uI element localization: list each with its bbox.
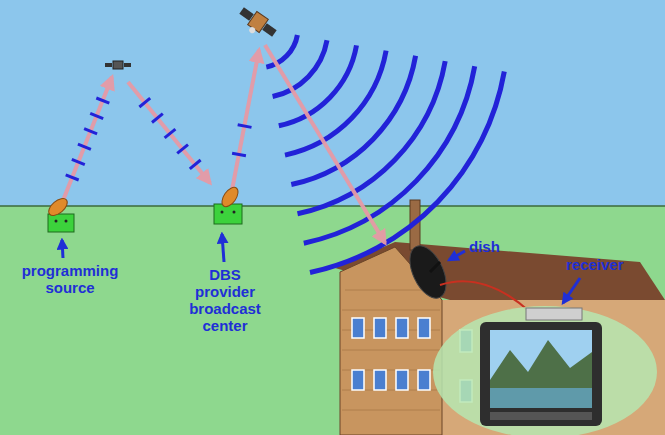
tv-glow xyxy=(433,306,657,435)
screen-mountains xyxy=(490,340,592,408)
tv-set xyxy=(480,322,602,426)
part-label: receiver xyxy=(566,256,624,273)
dish-arm xyxy=(430,262,440,272)
broadcast-waves xyxy=(266,35,504,273)
broadcast-center-station xyxy=(214,185,242,224)
receiver-box xyxy=(526,308,582,320)
satellite-dish xyxy=(403,240,454,303)
signal-arrows xyxy=(62,45,385,243)
programming-source-station xyxy=(46,195,74,232)
leader-arrows xyxy=(62,234,580,303)
ground xyxy=(0,206,665,435)
tv-controls xyxy=(490,412,592,420)
broadcast-satellite xyxy=(234,4,279,44)
brick-lines xyxy=(342,290,440,410)
part-label: DBS provider broadcast center xyxy=(180,266,270,334)
part-label: programming source xyxy=(18,262,122,296)
screen-water xyxy=(490,388,592,408)
signal-ticks xyxy=(66,98,252,180)
part-label: dish xyxy=(469,238,500,255)
sky xyxy=(0,0,665,206)
tv-screen xyxy=(490,330,592,408)
cable-wire xyxy=(440,281,530,312)
relay-satellite xyxy=(105,61,131,69)
